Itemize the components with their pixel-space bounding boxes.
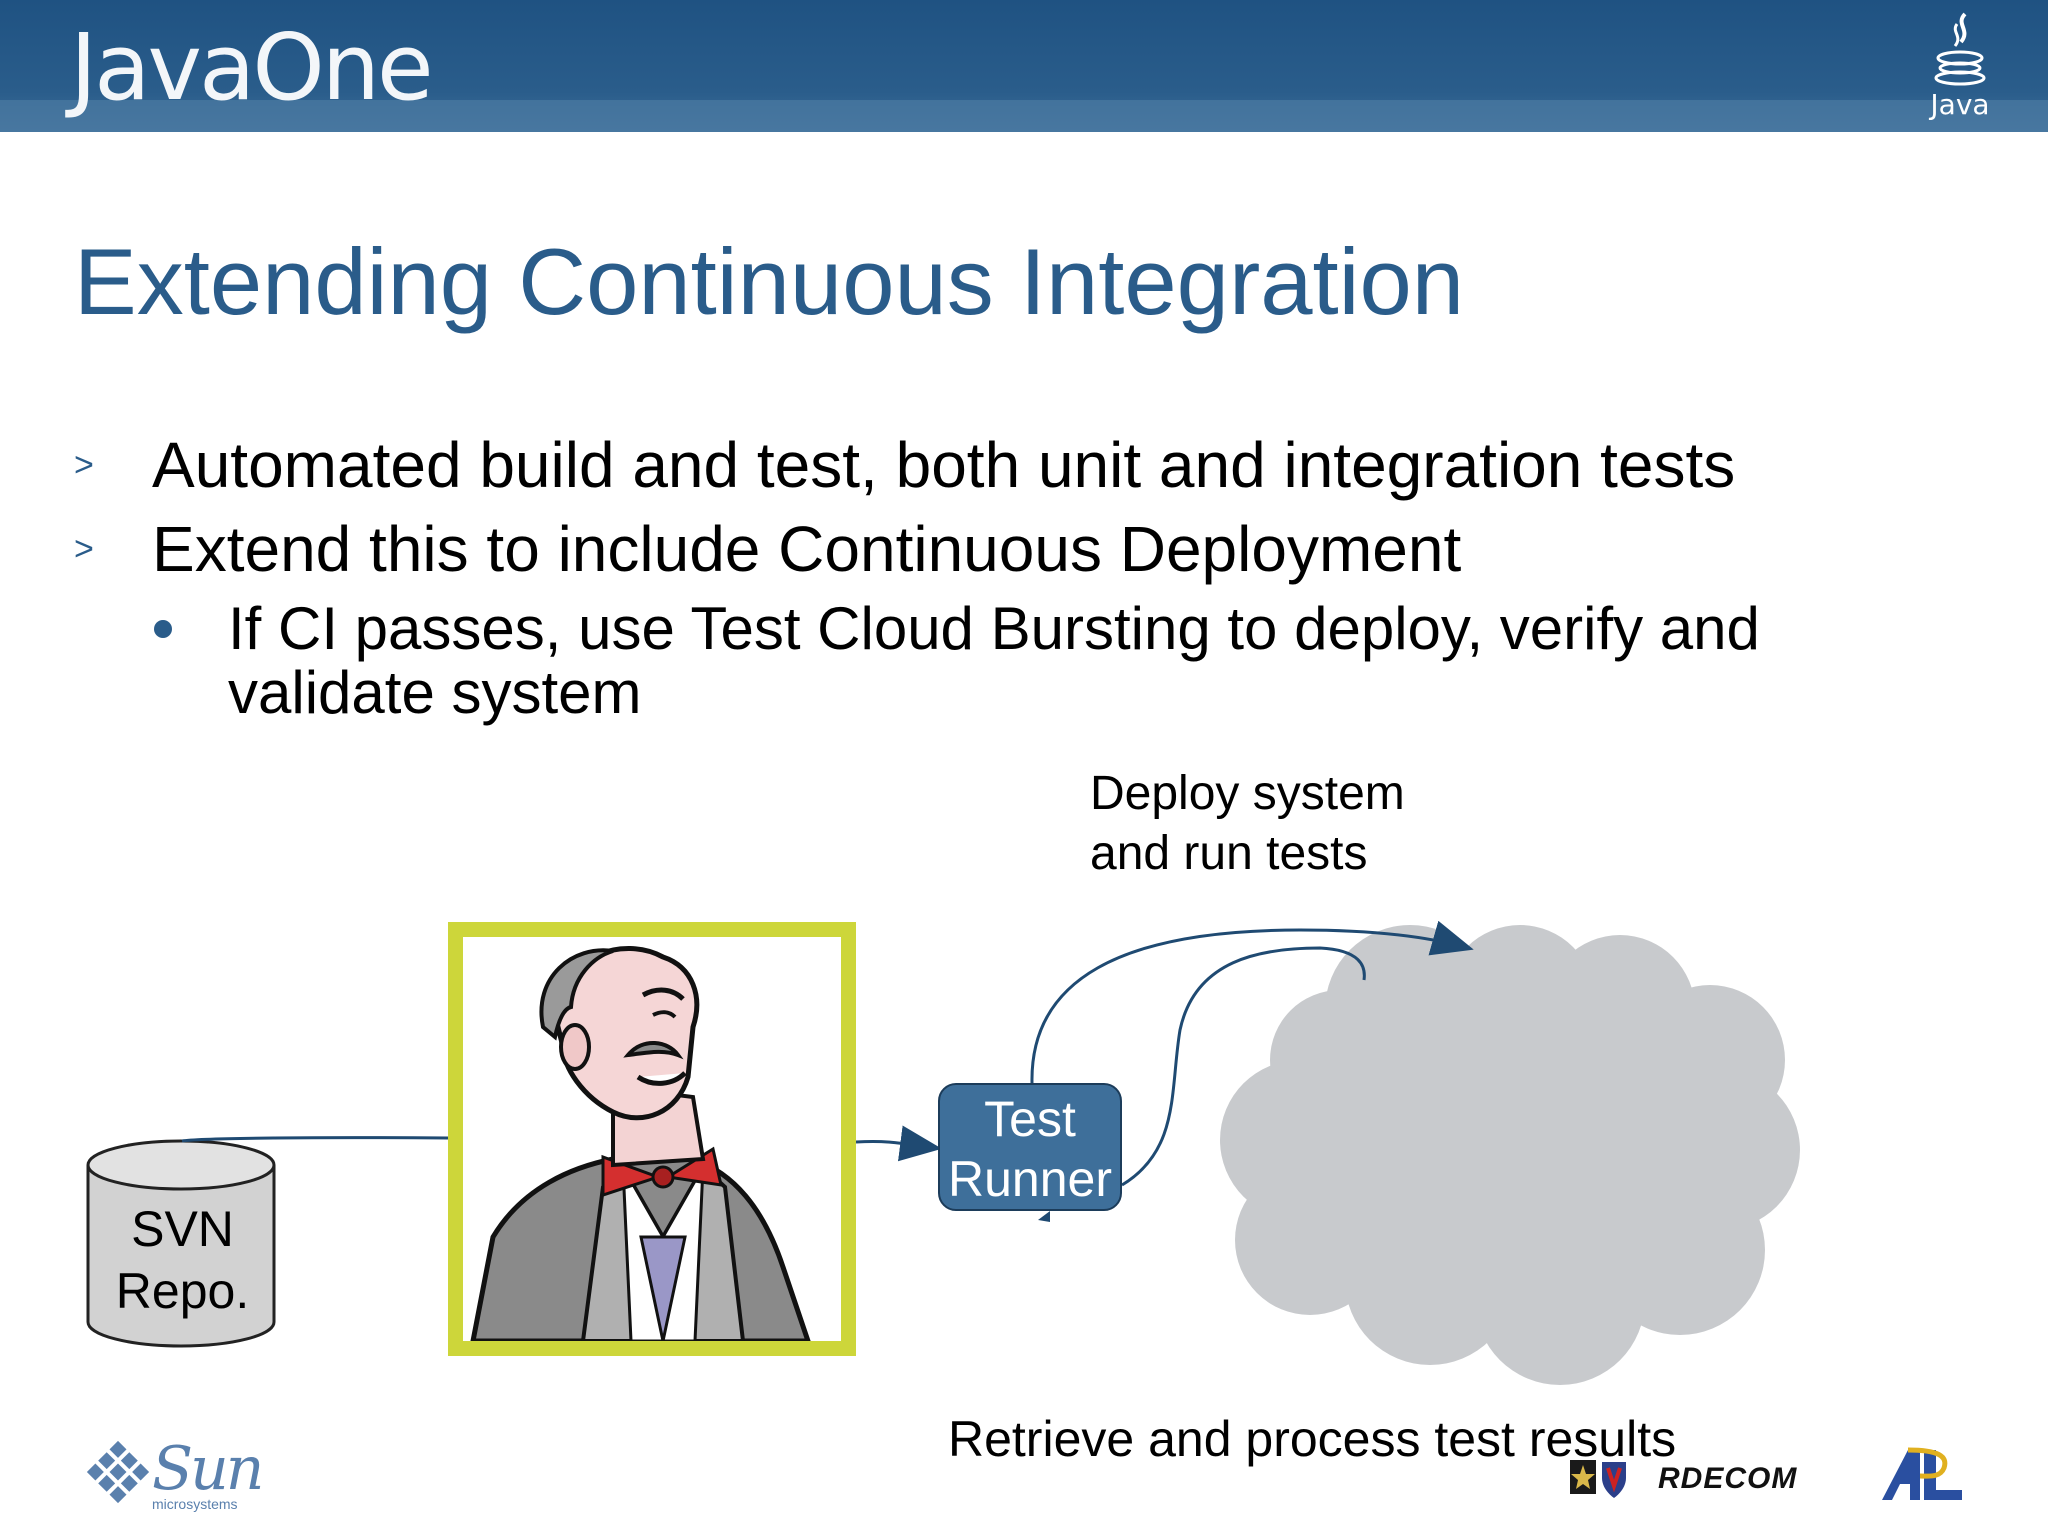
arl-logo — [1882, 1447, 1962, 1500]
results-connector — [1121, 946, 1366, 1187]
bullet-marker: > — [74, 446, 94, 484]
sun-diamond-icon — [86, 1440, 150, 1504]
javaone-logo: JavaOne — [70, 14, 434, 121]
test-runner-line2: Runner — [948, 1151, 1112, 1207]
rdecom-logo: RDECOM — [1658, 1462, 1798, 1495]
sun-microsystems-logo: Sun microsystems — [86, 1434, 266, 1520]
army-star-icon — [1570, 1460, 1626, 1498]
deploy-arrow — [1030, 920, 1474, 1084]
java-cup-icon — [1934, 12, 1986, 86]
bullet-2: Extend this to include Continuous Deploy… — [152, 513, 1462, 585]
svn-repo-line1: SVN — [131, 1201, 234, 1257]
repo-to-jenkins-connector — [181, 1136, 449, 1143]
sun-logo-sub: microsystems — [152, 1496, 238, 1512]
sub-bullet: If CI passes, use Test Cloud Bursting to… — [228, 595, 1760, 726]
test-runner-box: Test Runner — [938, 1083, 1122, 1211]
jenkins-butler-image — [448, 922, 856, 1356]
bullet-marker: > — [74, 530, 94, 568]
bullet-1: Automated build and test, both unit and … — [152, 429, 1736, 501]
army-logos — [1568, 1456, 1628, 1506]
svn-repo-line2: Repo. — [115, 1263, 250, 1319]
slide-title: Extending Continuous Integration — [74, 229, 1465, 334]
sun-logo-word: Sun — [152, 1434, 264, 1504]
test-cloud — [1220, 925, 1800, 1385]
results-arrowhead — [1038, 1211, 1050, 1222]
java-logo: Java — [1925, 10, 1995, 121]
svn-repo-label: SVN Repo. — [90, 1198, 275, 1322]
header-band — [0, 100, 2048, 132]
test-runner-line1: Test — [984, 1091, 1076, 1147]
svn-repo-cylinder — [86, 1139, 276, 1348]
java-logo-word: Java — [1930, 88, 1990, 121]
slide-header: JavaOne Java — [0, 0, 2048, 132]
jenkins-to-runner-arrow — [855, 1125, 942, 1162]
butler-illustration — [469, 946, 812, 1344]
deploy-label: Deploy system and run tests — [1090, 764, 1405, 884]
sub-bullet-dot — [154, 620, 172, 638]
deploy-label-line2: and run tests — [1090, 827, 1368, 880]
deploy-label-line1: Deploy system — [1090, 767, 1405, 820]
retrieve-label: Retrieve and process test results — [948, 1411, 1677, 1467]
